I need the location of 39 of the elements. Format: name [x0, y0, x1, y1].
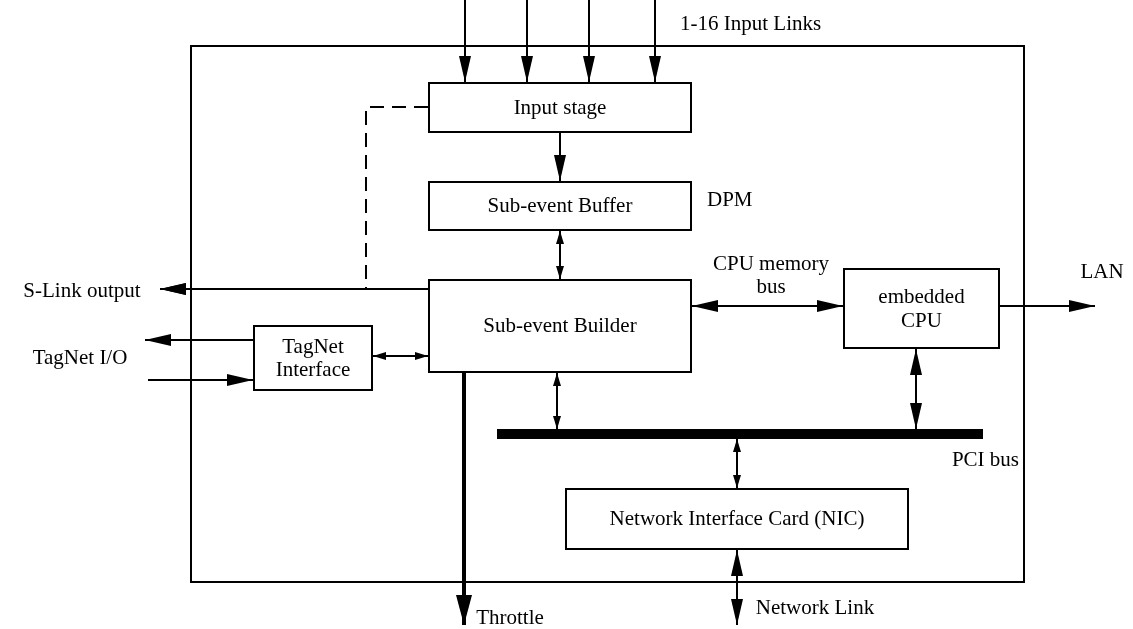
input-links-label: 1-16 Input Links: [680, 12, 822, 36]
arrow: [649, 0, 661, 83]
arrow: [553, 372, 561, 430]
edge-label: CPU memory bus: [711, 252, 831, 299]
box-label: Network Interface Card (NIC): [609, 507, 865, 531]
arrow: [691, 300, 844, 312]
arrow: [459, 0, 471, 83]
arrow: [521, 0, 533, 83]
board-outline: [190, 45, 1025, 583]
arrow: [731, 549, 743, 626]
memory-label: DPM: [707, 188, 753, 212]
arrow: [910, 348, 922, 430]
signal-label: LAN: [1080, 258, 1124, 284]
process-box: [253, 325, 373, 391]
arrow: [144, 334, 254, 346]
box-label: Input stage: [513, 95, 607, 120]
arrow: [147, 374, 254, 386]
arrow: [556, 230, 564, 280]
arrow: [372, 352, 429, 360]
arrow: [999, 300, 1096, 312]
box-label: embedded CPU: [877, 285, 966, 332]
process-box: [428, 279, 692, 373]
signal-label: Network Link: [755, 594, 875, 620]
process-box: [565, 488, 909, 550]
arrow: [456, 373, 472, 625]
arrow: [733, 438, 741, 489]
box-label: TagNet Interface: [274, 334, 352, 382]
process-box: [428, 82, 692, 133]
bus-label: PCI bus: [951, 447, 1019, 471]
box-label: Sub-event Builder: [483, 314, 637, 338]
signal-label: S-Link output: [23, 277, 141, 303]
process-box: [843, 268, 1000, 349]
process-box: [428, 181, 692, 231]
dashed-arrow: [159, 106, 429, 295]
signal-label: Throttle: [476, 604, 544, 629]
signal-label: TagNet I/O: [32, 344, 128, 370]
arrow: [554, 132, 566, 182]
arrow: [583, 0, 595, 83]
box-label: Sub-event Buffer: [487, 194, 633, 218]
